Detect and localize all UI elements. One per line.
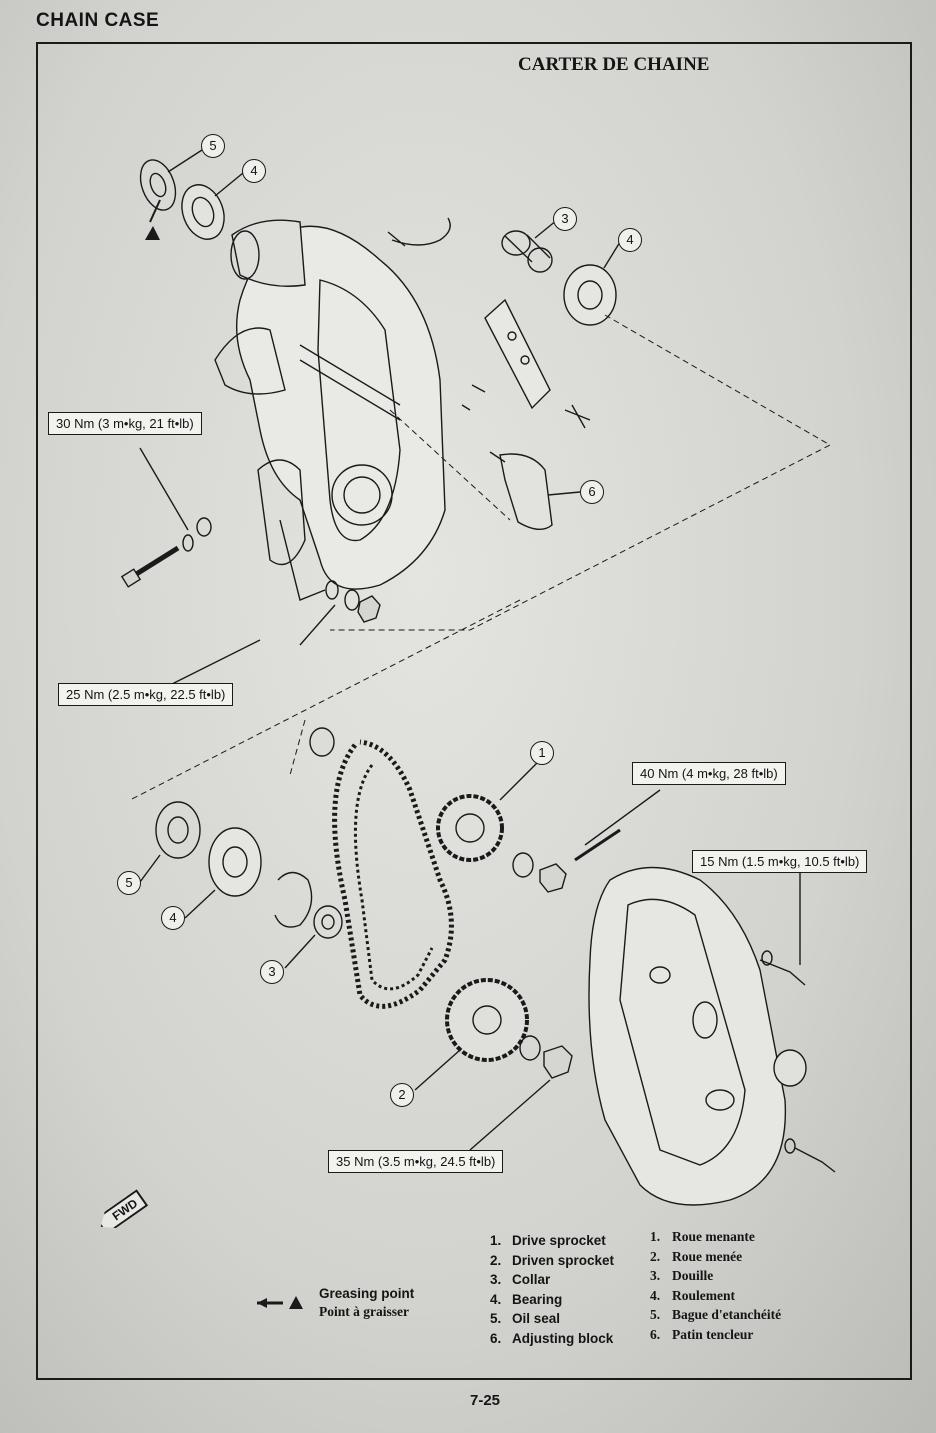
page-number: 7-25 <box>470 1392 501 1409</box>
torque-spec-mount-nut: 25 Nm (2.5 m•kg, 22.5 ft•lb) <box>58 683 234 706</box>
driven-sprocket <box>445 978 529 1062</box>
callout-bearing-upper: 4 <box>242 159 266 183</box>
legend-item: 5.Oil seal <box>490 1311 561 1326</box>
grease-point-marker <box>145 226 160 240</box>
callout-bearing-right: 4 <box>618 228 642 252</box>
section-title-english: CHAIN CASE <box>36 10 160 31</box>
legend-item: 2.Roue menée <box>650 1248 743 1264</box>
legend-item: 6.Patin tencleur <box>650 1326 754 1342</box>
small-bolt <box>461 384 486 411</box>
torque-spec-drive-sprocket-nut: 40 Nm (4 m•kg, 28 ft•lb) <box>632 762 786 785</box>
legend-item: 3.Collar <box>490 1272 551 1287</box>
callout-adjusting-block: 6 <box>580 480 604 504</box>
callout-collar-lower: 3 <box>260 960 284 984</box>
parts-legend-french: 1.Roue menante 2.Roue menée 3.Douille 4.… <box>650 1227 781 1344</box>
legend-item: 3.Douille <box>650 1268 714 1283</box>
greasing-label-english: Greasing point <box>319 1286 415 1301</box>
circlip <box>274 871 313 928</box>
cotter-pin <box>574 828 621 862</box>
lower-bearing <box>208 827 262 897</box>
upper-right-bearing <box>563 264 617 326</box>
mount-bolt-30nm <box>120 517 212 588</box>
callout-bearing-lower: 4 <box>161 906 185 930</box>
chain-case-cover <box>588 866 787 1206</box>
chain-case-housing <box>214 219 446 601</box>
drive-chain <box>332 739 454 1009</box>
upper-oil-seal <box>139 159 177 211</box>
upper-bearing <box>181 184 225 240</box>
callout-oil-seal-lower: 5 <box>117 871 141 895</box>
adjuster-plate <box>484 298 551 410</box>
torque-spec-cover-bolt: 15 Nm (1.5 m•kg, 10.5 ft•lb) <box>692 850 868 873</box>
torque-spec-mount-bolt: 30 Nm (3 m•kg, 21 ft•lb) <box>48 412 202 435</box>
upper-chain-collar <box>309 727 335 757</box>
plate-bolt <box>564 404 591 429</box>
cover-cap <box>773 1049 807 1087</box>
legend-item: 1.Drive sprocket <box>490 1233 606 1248</box>
callout-collar-upper: 3 <box>553 207 577 231</box>
cover-bolt-upper <box>759 959 806 986</box>
torque-spec-driven-sprocket-nut: 35 Nm (3.5 m•kg, 24.5 ft•lb) <box>328 1150 504 1173</box>
legend-item: 6.Adjusting block <box>490 1330 614 1346</box>
greasing-arrow-icon <box>257 1296 303 1309</box>
section-title-french: CARTER DE CHAINE <box>518 54 710 75</box>
grease-fitting <box>387 217 451 247</box>
callout-drive-sprocket: 1 <box>530 741 554 765</box>
diagram-frame <box>36 42 912 1380</box>
greasing-label-french: Point à graisser <box>319 1304 409 1319</box>
cover-bolt-lower <box>794 1147 836 1173</box>
greasing-point-legend: Greasing point Point à graisser <box>255 1285 414 1321</box>
upper-collar <box>501 230 553 273</box>
callout-driven-sprocket: 2 <box>390 1083 414 1107</box>
callout-oil-seal-upper: 5 <box>201 134 225 158</box>
lower-collar <box>313 905 343 939</box>
legend-item: 4.Roulement <box>650 1287 735 1303</box>
drive-sprocket <box>436 794 504 862</box>
legend-item: 2.Driven sprocket <box>490 1252 615 1268</box>
legend-item: 4.Bearing <box>490 1291 563 1307</box>
mount-nut-25nm <box>325 580 381 623</box>
lower-oil-seal <box>155 801 201 859</box>
adjusting-block <box>499 453 553 530</box>
parts-legend-english: 1.Drive sprocket 2.Driven sprocket 3.Col… <box>490 1231 614 1348</box>
legend-item: 5.Bague d'etanchéité <box>650 1307 782 1322</box>
legend-item: 1.Roue menante <box>650 1229 755 1244</box>
